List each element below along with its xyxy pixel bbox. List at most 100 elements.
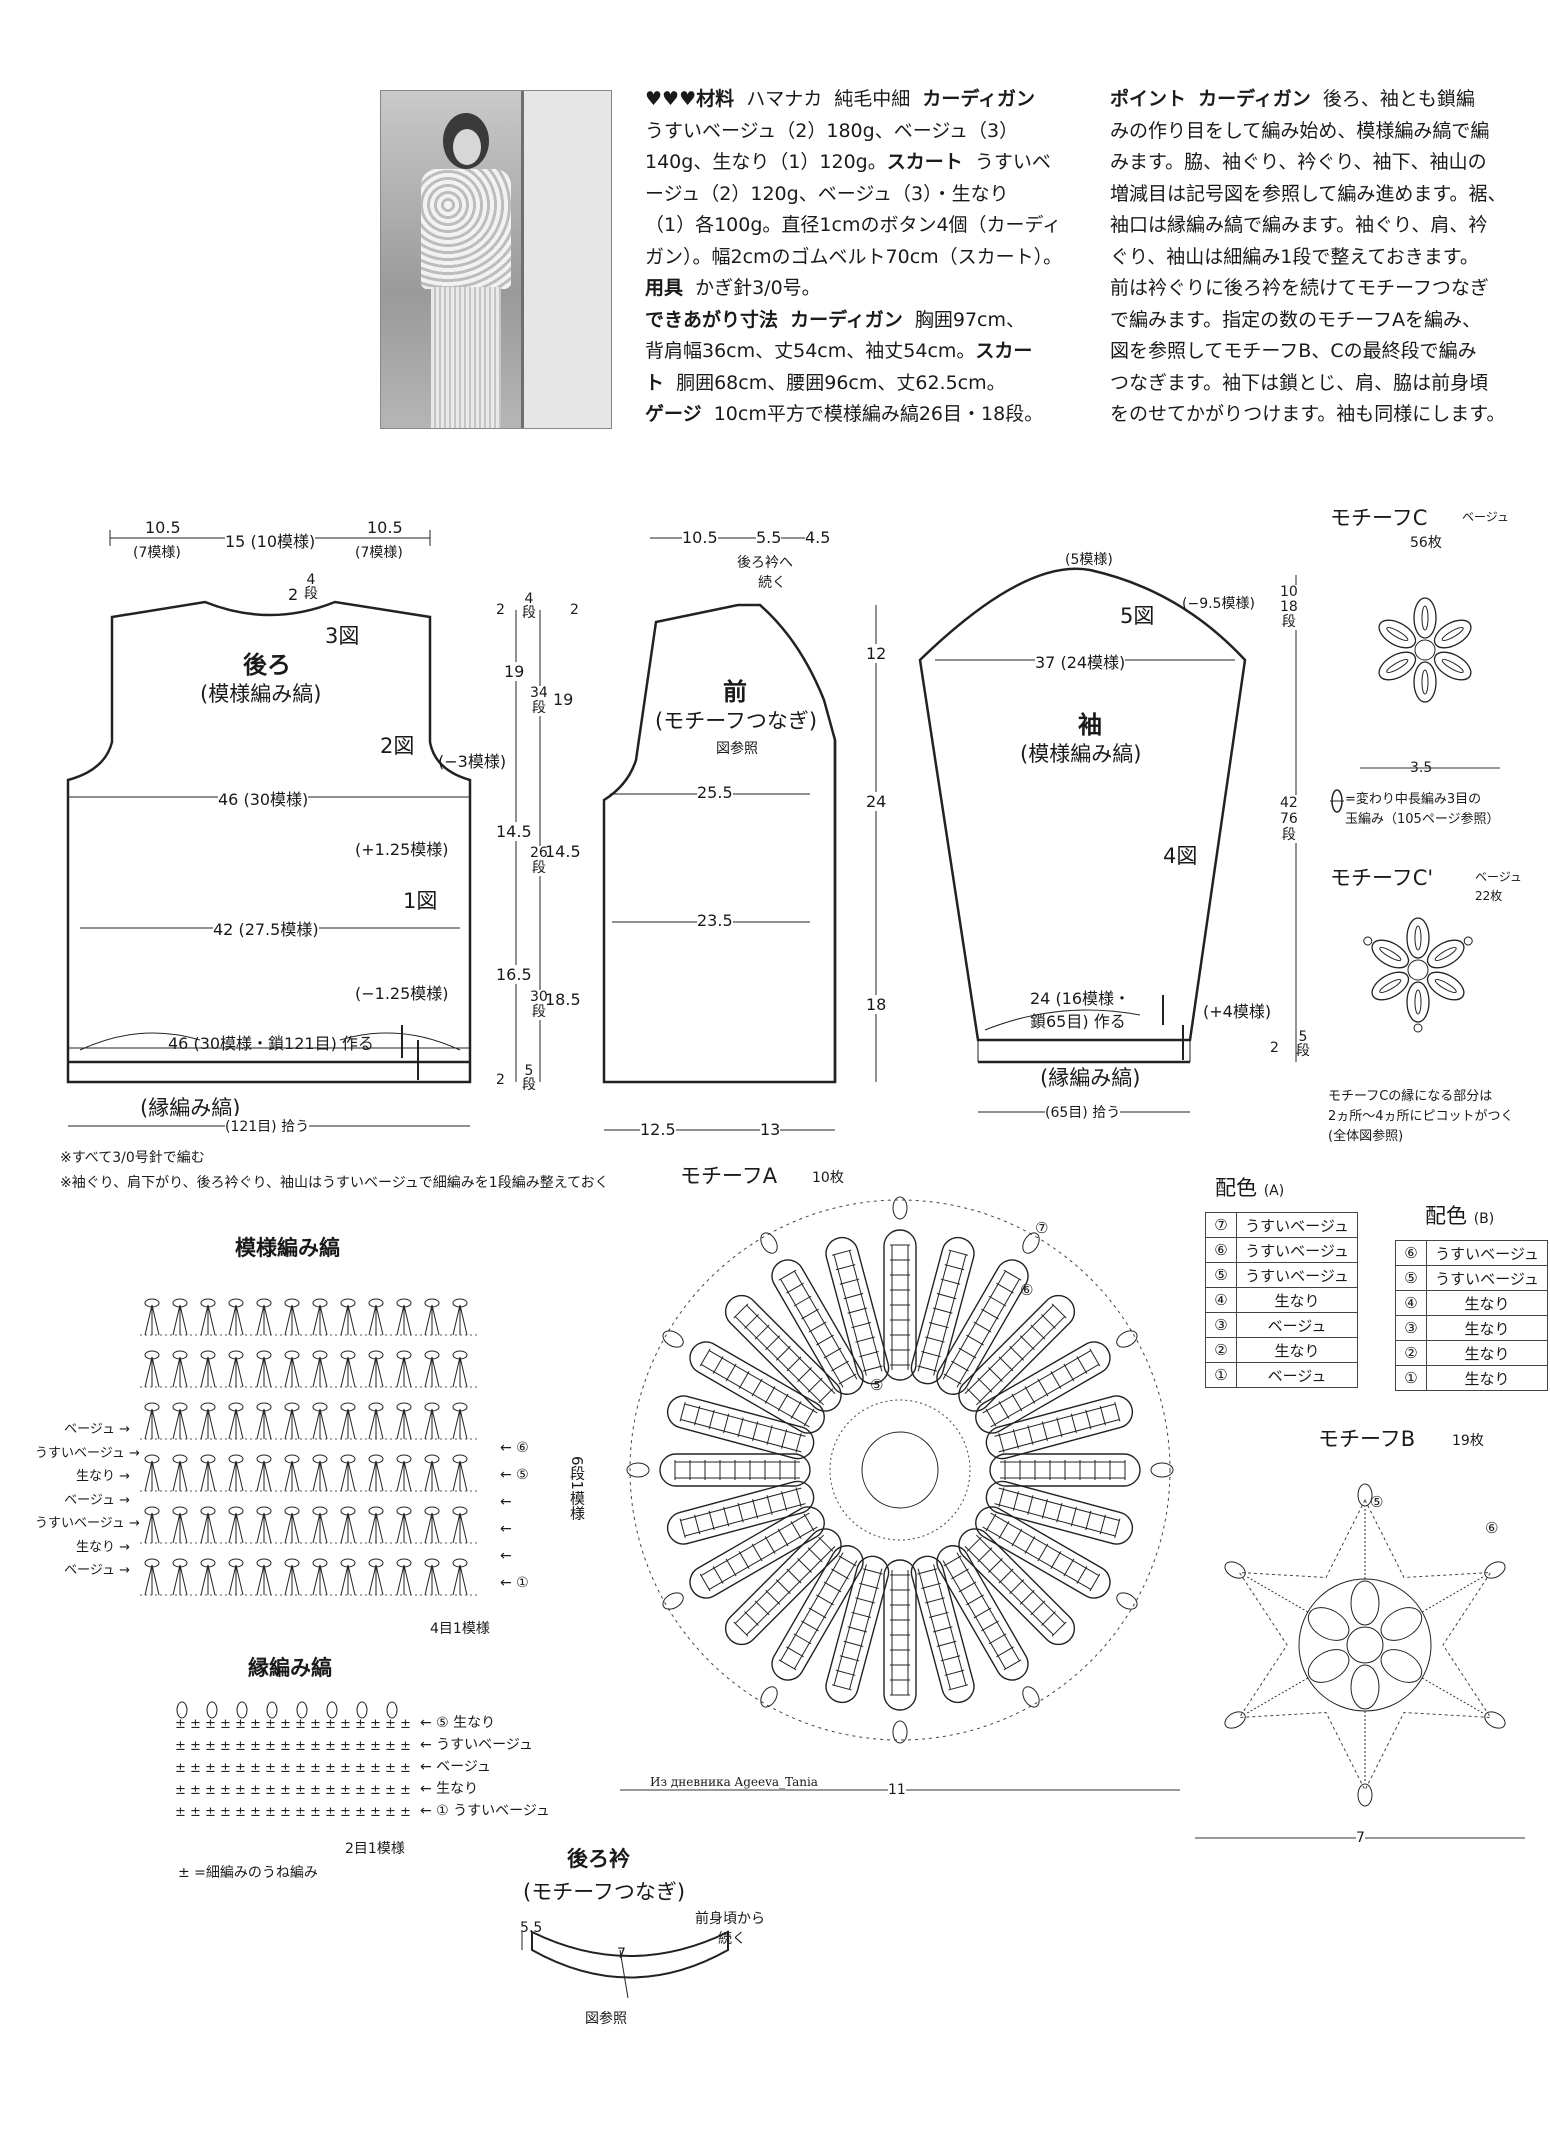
stitch-fan bbox=[144, 1460, 160, 1492]
edging-stitch: ± bbox=[205, 1717, 216, 1732]
pattern-round-label: ← bbox=[500, 1548, 512, 1564]
edging-stitch: ± bbox=[280, 1739, 291, 1754]
stitch-fan bbox=[396, 1304, 412, 1336]
back-v-low-r: 18.5 bbox=[545, 990, 581, 1009]
edging-stitch: ± bbox=[175, 1717, 186, 1732]
text-line: 前は衿ぐりに後ろ衿を続けてモチーフつなぎ bbox=[1110, 277, 1489, 299]
motif-a-petal bbox=[666, 1395, 815, 1460]
text-line: ♥♥♥材料 ハマナカ 純毛中細 カーディガン bbox=[645, 88, 1036, 110]
motif-c-legend-2: 玉編み（105ページ参照） bbox=[1345, 812, 1500, 827]
chain-loop bbox=[172, 1506, 188, 1516]
edging-stitch: ± bbox=[400, 1739, 411, 1754]
stitch-fan bbox=[312, 1356, 328, 1388]
stitch-fan bbox=[144, 1512, 160, 1544]
edging-stitch: ± bbox=[220, 1761, 231, 1776]
motif-b-petal bbox=[1380, 1561, 1506, 1641]
sleeve-inc: (+4模様) bbox=[1203, 1002, 1272, 1021]
color-a-title: 配色 (A) bbox=[1215, 1176, 1285, 1200]
text-line: ポイント カーディガン 後ろ、袖とも鎖編 bbox=[1110, 88, 1475, 110]
edging-stitch: ± bbox=[235, 1761, 246, 1776]
pattern-color-label: ベージュ → bbox=[64, 1563, 130, 1578]
back-inc: (+1.25模様) bbox=[355, 840, 449, 859]
chain-loop bbox=[424, 1350, 440, 1360]
text-line: できあがり寸法 カーディガン 胸囲97cm、 bbox=[645, 308, 1025, 331]
text-line: ト 胴囲68cm、腰囲96cm、丈62.5cm。 bbox=[645, 371, 1006, 394]
stitch-fan bbox=[452, 1356, 468, 1388]
stitch-fan bbox=[200, 1564, 216, 1596]
motif-a-petal bbox=[985, 1395, 1134, 1460]
chain-loop bbox=[396, 1350, 412, 1360]
pattern-color-label: 生なり → bbox=[75, 1469, 130, 1484]
chain-loop bbox=[228, 1402, 244, 1412]
edging-stitch: ± bbox=[295, 1805, 306, 1820]
motif-a-petal bbox=[958, 1294, 1076, 1412]
motif-a-center bbox=[861, 1431, 939, 1509]
pattern-color-label: ベージュ → bbox=[64, 1492, 130, 1508]
stitch-fan bbox=[452, 1460, 468, 1492]
edging-legend: ± =細編みのうね編み bbox=[178, 1865, 318, 1881]
edging-stitch: ± bbox=[190, 1739, 201, 1754]
edging-stitch: ± bbox=[280, 1783, 291, 1798]
chain-loop bbox=[256, 1558, 272, 1568]
edging-stitch: ± bbox=[280, 1761, 291, 1776]
flower-petal bbox=[1413, 661, 1437, 703]
motif-a-petal bbox=[666, 1480, 815, 1545]
stitch-fan bbox=[284, 1564, 300, 1596]
pattern-round-label: ← ⑤ bbox=[500, 1467, 529, 1483]
sleeve-pickup: (65目) 拾う bbox=[1045, 1102, 1121, 1122]
chain-loop bbox=[144, 1350, 160, 1360]
chain-loop bbox=[312, 1506, 328, 1516]
stitch-fan bbox=[172, 1408, 188, 1440]
motif-c-legend-1: =変わり中長編み3目の bbox=[1345, 792, 1482, 807]
collar-ref: 図参照 bbox=[585, 2011, 627, 2027]
motif-a-chart: ⑦⑥⑤ bbox=[626, 1196, 1174, 1744]
stitch-fan bbox=[256, 1304, 272, 1336]
edging-stitch: ± bbox=[355, 1717, 366, 1732]
motif-a-petal bbox=[958, 1528, 1076, 1646]
flower-center bbox=[1407, 959, 1429, 981]
front-h3: 18 bbox=[866, 995, 887, 1014]
chain-loop bbox=[312, 1558, 328, 1568]
collar-note-1: 前身頃から bbox=[695, 1911, 765, 1927]
stitch-fan bbox=[340, 1460, 356, 1492]
stitch-fan bbox=[228, 1408, 244, 1440]
motif-c2-chart bbox=[1363, 917, 1473, 1033]
motif-a-petal bbox=[825, 1555, 890, 1704]
picot bbox=[356, 1701, 368, 1719]
front-b2: 13 bbox=[760, 1120, 781, 1139]
edging-stitch: ± bbox=[190, 1761, 201, 1776]
flower-petal bbox=[1433, 651, 1472, 681]
back-v-bot: 2 bbox=[496, 1072, 505, 1088]
color-b-title: 配色 (B) bbox=[1425, 1204, 1495, 1228]
pattern-side-repeat: 6段1模様 bbox=[568, 1456, 586, 1521]
flower-petal bbox=[1426, 971, 1465, 1001]
picot bbox=[206, 1701, 218, 1719]
stitch-fan bbox=[452, 1512, 468, 1544]
motif-c-dim-line bbox=[1360, 767, 1500, 769]
stitch-fan bbox=[200, 1356, 216, 1388]
chain-loop bbox=[200, 1298, 216, 1308]
stitch-fan bbox=[256, 1356, 272, 1388]
motif-b-dim: 7 bbox=[1356, 1830, 1365, 1846]
stitch-fan bbox=[424, 1408, 440, 1440]
stitch-fan bbox=[172, 1564, 188, 1596]
motif-c-title: モチーフC bbox=[1330, 506, 1428, 530]
stitch-fan bbox=[396, 1356, 412, 1388]
edging-stitch: ± bbox=[220, 1805, 231, 1820]
back-dec125: (−1.25模様) bbox=[355, 984, 449, 1003]
edging-stitch: ± bbox=[400, 1805, 411, 1820]
points-text: ポイント カーディガン 後ろ、袖とも鎖編みの作り目をして編み始め、模様編み縞で編… bbox=[1110, 84, 1507, 431]
stitch-fan bbox=[424, 1512, 440, 1544]
motif-a-petal bbox=[760, 1232, 864, 1395]
edging-stitch: ± bbox=[250, 1805, 261, 1820]
edging-stitch: ± bbox=[175, 1761, 186, 1776]
pattern-round-label: ← ⑥ bbox=[500, 1440, 529, 1456]
motif-c2-color: ベージュ bbox=[1475, 870, 1522, 884]
sleeve-fig5: 5図 bbox=[1120, 604, 1155, 628]
motif-c2-note-3: (全体図参照) bbox=[1328, 1129, 1404, 1144]
motif-b-petal bbox=[1350, 1483, 1380, 1626]
